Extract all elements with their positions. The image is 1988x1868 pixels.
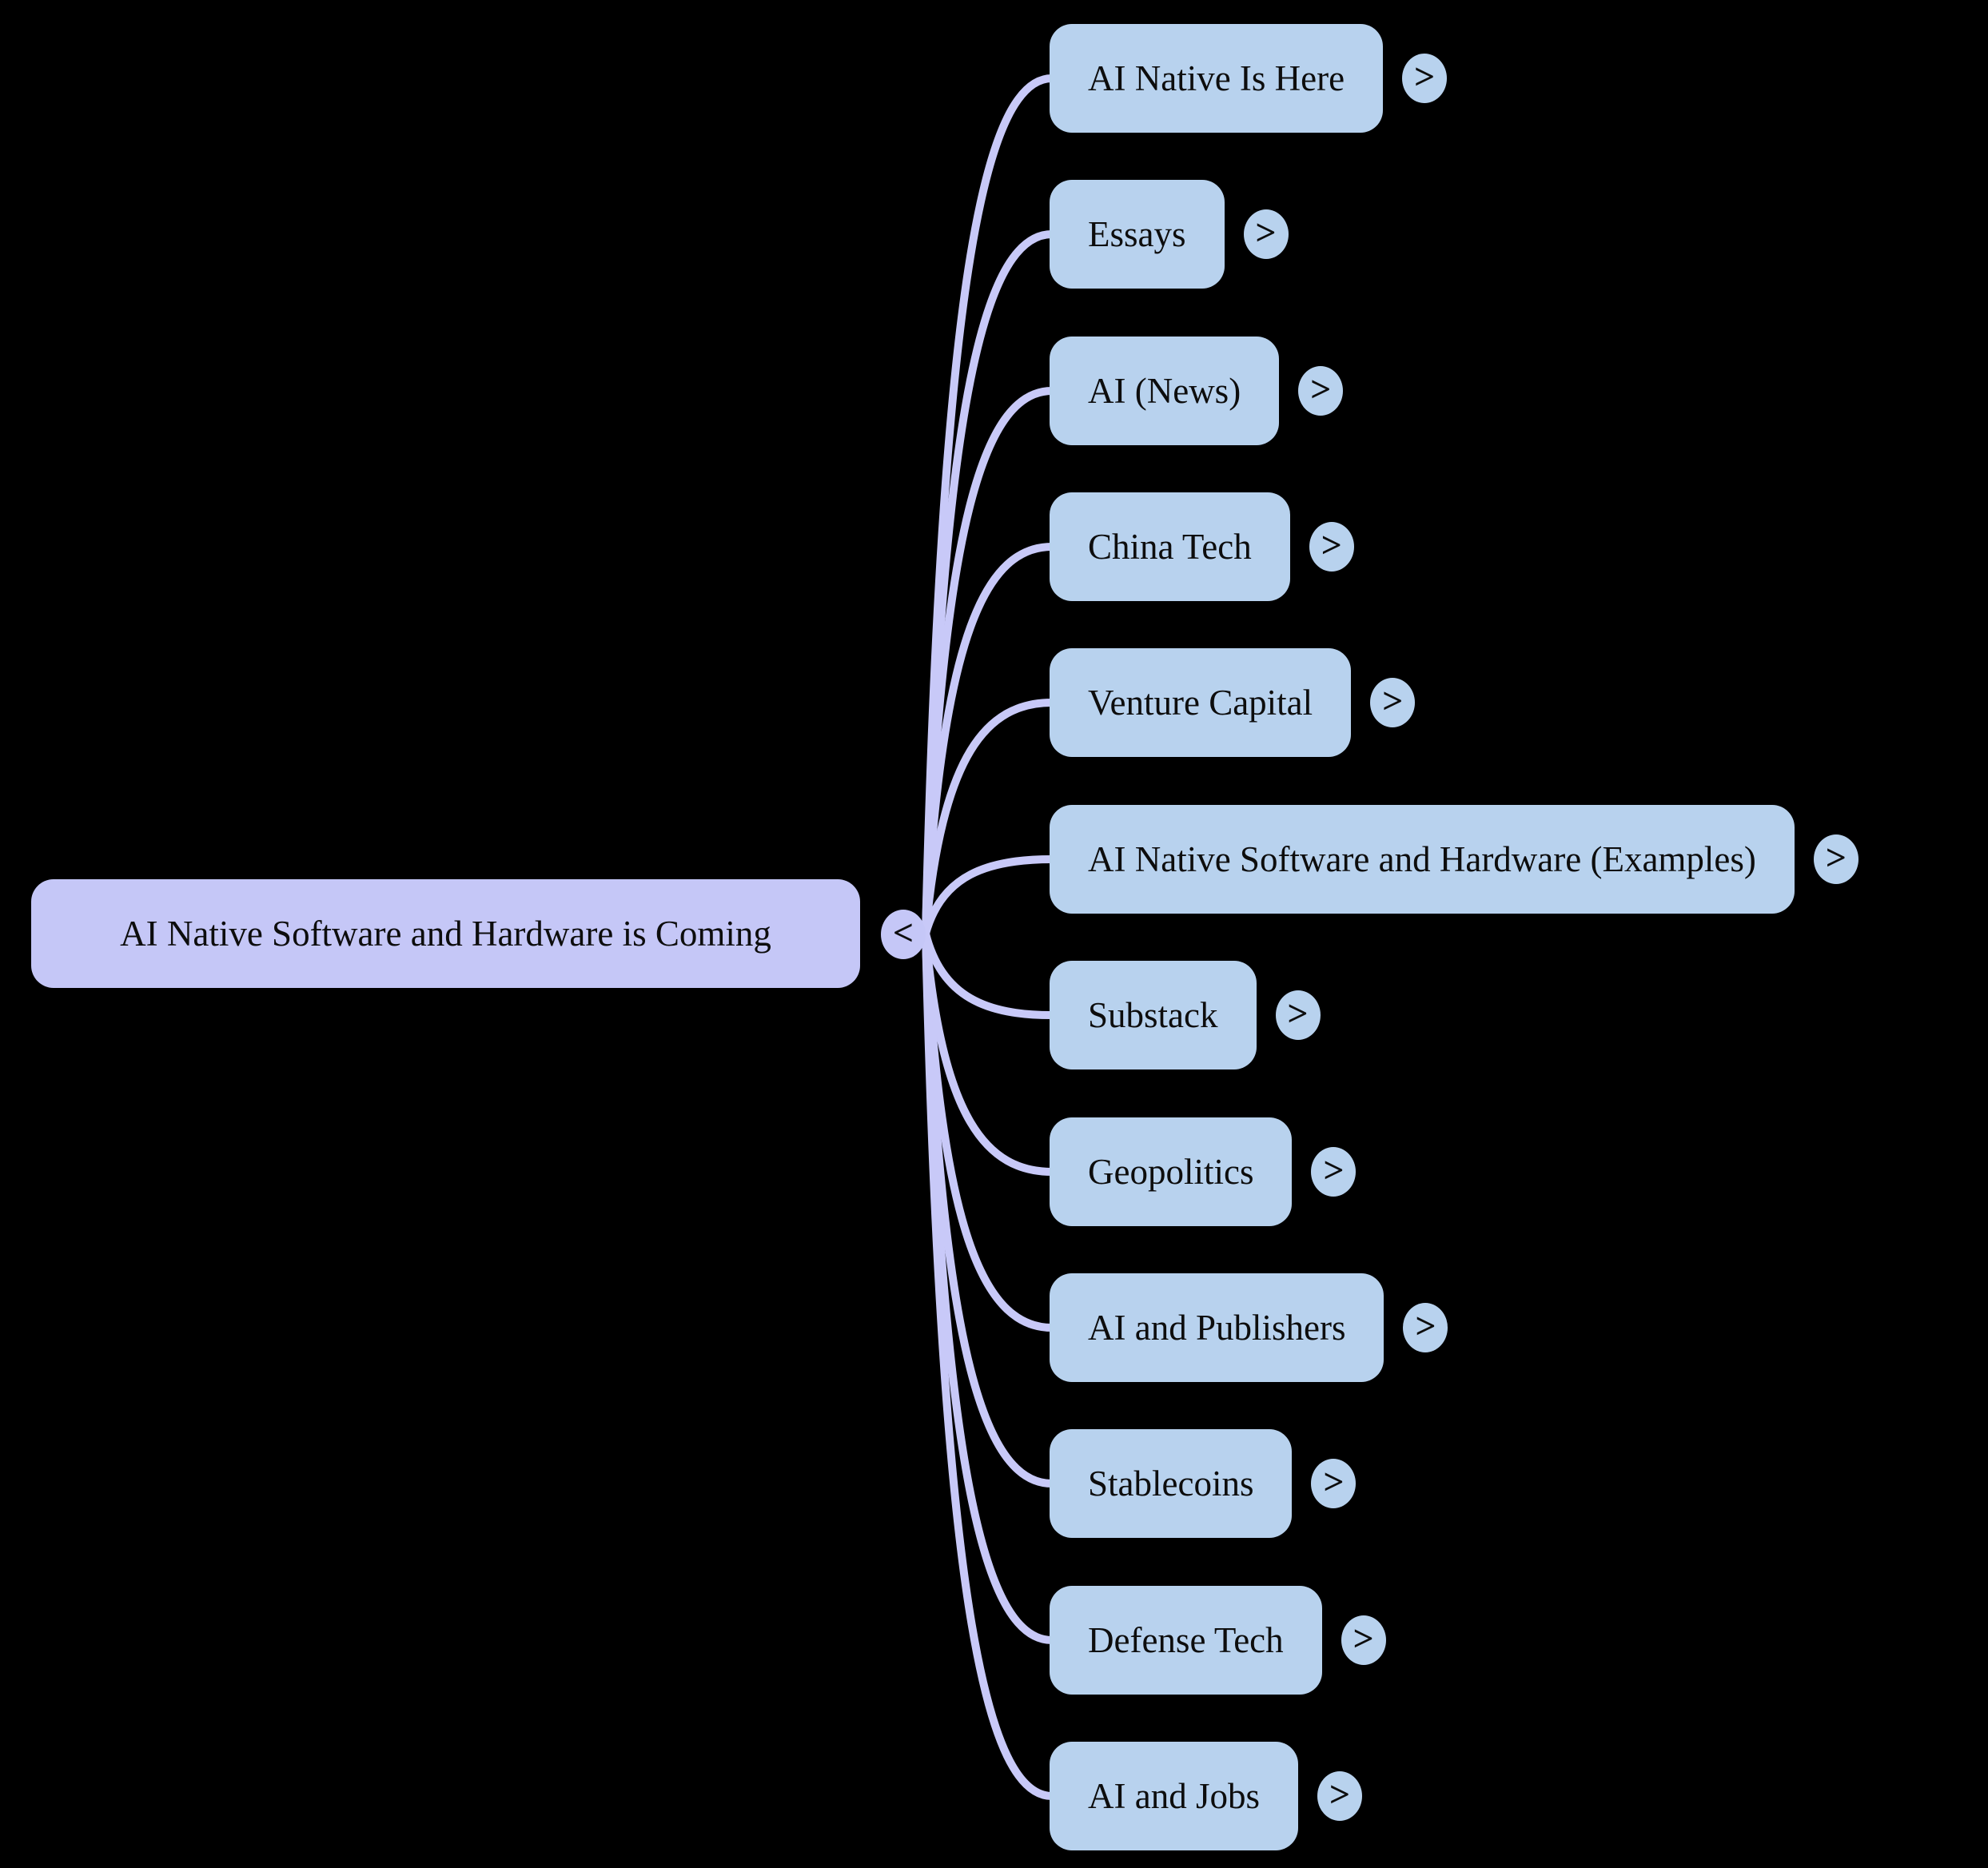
child-node-row: AI Native Is Here > <box>1050 24 1448 133</box>
expand-button[interactable]: > <box>1370 678 1416 727</box>
child-node[interactable]: Stablecoins <box>1050 1429 1293 1538</box>
child-node[interactable]: China Tech <box>1050 492 1290 601</box>
expand-button[interactable]: > <box>1309 522 1354 572</box>
chevron-right-icon: > <box>1353 1618 1374 1659</box>
collapse-button[interactable]: < <box>881 910 926 959</box>
expand-button[interactable]: > <box>1298 366 1344 416</box>
child-node[interactable]: Geopolitics <box>1050 1117 1293 1226</box>
link-path <box>922 543 1056 938</box>
child-node-row: Stablecoins > <box>1050 1429 1357 1538</box>
chevron-right-icon: > <box>1329 1774 1351 1814</box>
child-node-label: AI Native Software and Hardware (Example… <box>1088 839 1756 879</box>
child-node-label: AI and Publishers <box>1088 1308 1346 1348</box>
child-node-label: Defense Tech <box>1088 1620 1284 1660</box>
link-path <box>922 387 1056 938</box>
expand-button[interactable]: > <box>1403 1303 1448 1352</box>
chevron-right-icon: > <box>1414 56 1436 97</box>
child-node[interactable]: AI and Publishers <box>1050 1273 1384 1382</box>
child-node-row: Defense Tech > <box>1050 1586 1386 1695</box>
chevron-right-icon: > <box>1825 837 1847 878</box>
link-path <box>922 855 1056 938</box>
chevron-right-icon: > <box>1321 524 1342 565</box>
chevron-right-icon: > <box>1415 1305 1436 1346</box>
child-node-row: AI (News) > <box>1050 337 1344 445</box>
chevron-right-icon: > <box>1287 993 1309 1034</box>
child-node-label: AI Native Is Here <box>1088 58 1345 98</box>
expand-button[interactable]: > <box>1402 54 1448 103</box>
child-node-row: Substack > <box>1050 961 1321 1069</box>
child-node[interactable]: Substack <box>1050 961 1257 1069</box>
child-node[interactable]: Venture Capital <box>1050 648 1352 757</box>
child-node-label: Essays <box>1088 214 1186 254</box>
child-node-row: AI and Jobs > <box>1050 1742 1362 1850</box>
child-node-row: AI and Publishers > <box>1050 1273 1448 1382</box>
child-node-label: China Tech <box>1088 527 1252 567</box>
child-node-row: Venture Capital > <box>1050 648 1416 757</box>
link-path <box>922 930 1056 1019</box>
chevron-right-icon: > <box>1255 212 1277 253</box>
child-node-label: AI and Jobs <box>1088 1776 1260 1816</box>
child-node[interactable]: AI Native Is Here <box>1050 24 1384 133</box>
expand-button[interactable]: > <box>1311 1459 1357 1508</box>
child-node-row: Essays > <box>1050 180 1289 289</box>
child-node[interactable]: AI and Jobs <box>1050 1742 1298 1850</box>
chevron-right-icon: > <box>1323 1149 1345 1190</box>
child-node-row: AI Native Software and Hardware (Example… <box>1050 805 1859 914</box>
root-node-label: AI Native Software and Hardware is Comin… <box>120 914 771 954</box>
child-node[interactable]: Defense Tech <box>1050 1586 1322 1695</box>
chevron-right-icon: > <box>1323 1461 1345 1502</box>
root-node[interactable]: AI Native Software and Hardware is Comin… <box>31 879 860 988</box>
expand-button[interactable]: > <box>1275 990 1321 1040</box>
child-node-row: China Tech > <box>1050 492 1354 601</box>
child-node-label: Venture Capital <box>1088 683 1313 723</box>
child-node-label: AI (News) <box>1088 371 1241 411</box>
chevron-right-icon: > <box>1310 368 1332 409</box>
child-node[interactable]: Essays <box>1050 180 1225 289</box>
child-node[interactable]: AI Native Software and Hardware (Example… <box>1050 805 1795 914</box>
chevron-right-icon: > <box>1382 680 1404 721</box>
root-node-row: AI Native Software and Hardware is Comin… <box>31 879 860 988</box>
link-path <box>922 930 1056 1800</box>
chevron-left-icon: < <box>892 912 914 953</box>
expand-button[interactable]: > <box>1311 1147 1357 1197</box>
expand-button[interactable]: > <box>1813 834 1859 884</box>
child-node-label: Stablecoins <box>1088 1464 1254 1504</box>
child-node[interactable]: AI (News) <box>1050 337 1280 445</box>
child-node-label: Substack <box>1088 995 1218 1035</box>
child-node-label: Geopolitics <box>1088 1152 1254 1192</box>
expand-button[interactable]: > <box>1341 1615 1386 1665</box>
expand-button[interactable]: > <box>1317 1771 1362 1821</box>
link-path <box>922 699 1056 938</box>
child-node-row: Geopolitics > <box>1050 1117 1357 1226</box>
expand-button[interactable]: > <box>1243 209 1289 259</box>
